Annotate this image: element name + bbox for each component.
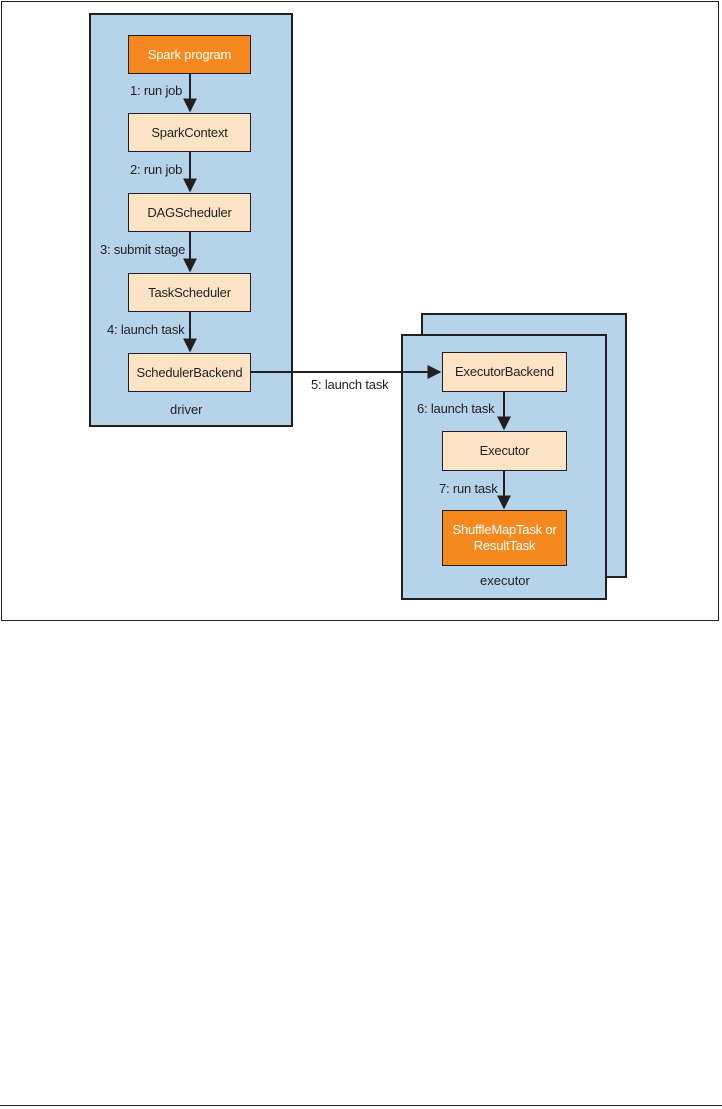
edge-label-5: 5: launch task — [311, 377, 389, 392]
figure-frame — [1, 1, 719, 621]
edge-label-6: 6: launch task — [417, 401, 495, 416]
edge-label-7: 7: run task — [439, 481, 498, 496]
node-spark-context: SparkContext — [128, 113, 251, 152]
edge-label-2: 2: run job — [130, 162, 183, 177]
edge-label-4: 4: launch task — [107, 322, 185, 337]
node-executor: Executor — [442, 431, 567, 471]
page-bottom-rule — [0, 1105, 722, 1106]
driver-caption: driver — [170, 402, 203, 417]
node-dag-scheduler: DAGScheduler — [128, 193, 251, 232]
node-task: ShuffleMapTask or ResultTask — [442, 510, 567, 566]
node-executor-backend: ExecutorBackend — [442, 352, 567, 392]
node-task-line-2: ResultTask — [473, 538, 536, 553]
edge-label-1: 1: run job — [130, 83, 183, 98]
node-scheduler-backend: SchedulerBackend — [128, 353, 251, 392]
node-spark-program: Spark program — [128, 35, 251, 74]
edge-label-3: 3: submit stage — [100, 242, 186, 257]
executor-caption: executor — [480, 573, 530, 588]
node-task-line-1: ShuffleMapTask or — [452, 522, 557, 537]
node-task-scheduler: TaskScheduler — [128, 273, 251, 312]
